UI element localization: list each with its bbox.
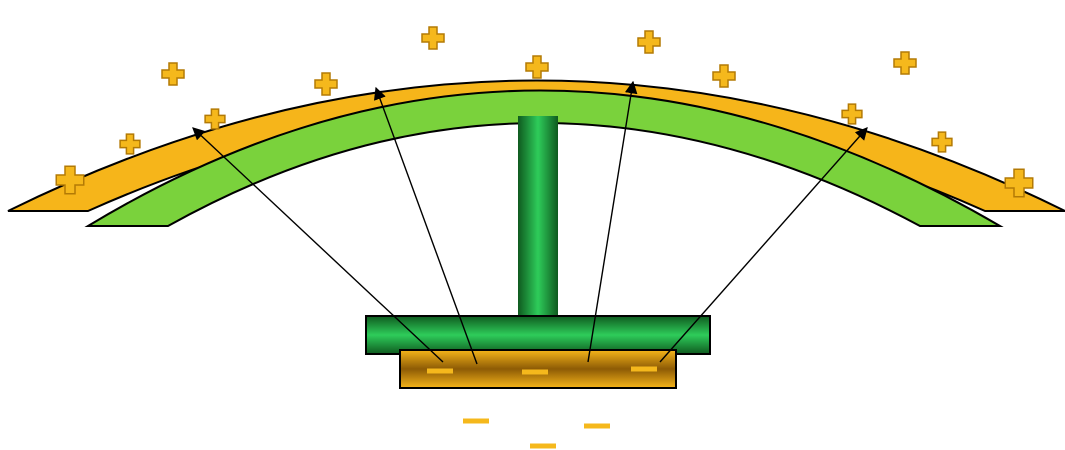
negative-charge-icon	[584, 424, 610, 429]
field-line-arrow	[193, 128, 443, 362]
positive-charge-icon	[842, 104, 862, 124]
negative-charge-icon	[522, 370, 548, 375]
negative-charge-icon	[631, 367, 657, 372]
positive-charge-icon	[932, 132, 952, 152]
positive-charge-icon	[162, 63, 184, 85]
green-base-bar	[366, 316, 710, 354]
negative-charge-icon	[530, 444, 556, 449]
vertical-stem	[518, 116, 558, 319]
positive-charge-icon	[713, 65, 735, 87]
positive-charge-icon	[894, 52, 916, 74]
positive-charge-icon	[422, 27, 444, 49]
positive-charge-icon	[638, 31, 660, 53]
negative-charge-icon	[463, 419, 489, 424]
positive-charge-icon	[526, 56, 548, 78]
positive-charge-icon	[120, 134, 140, 154]
negative-charge-icon	[427, 369, 453, 374]
positive-charge-icon	[315, 73, 337, 95]
field-line-arrow	[660, 128, 867, 362]
